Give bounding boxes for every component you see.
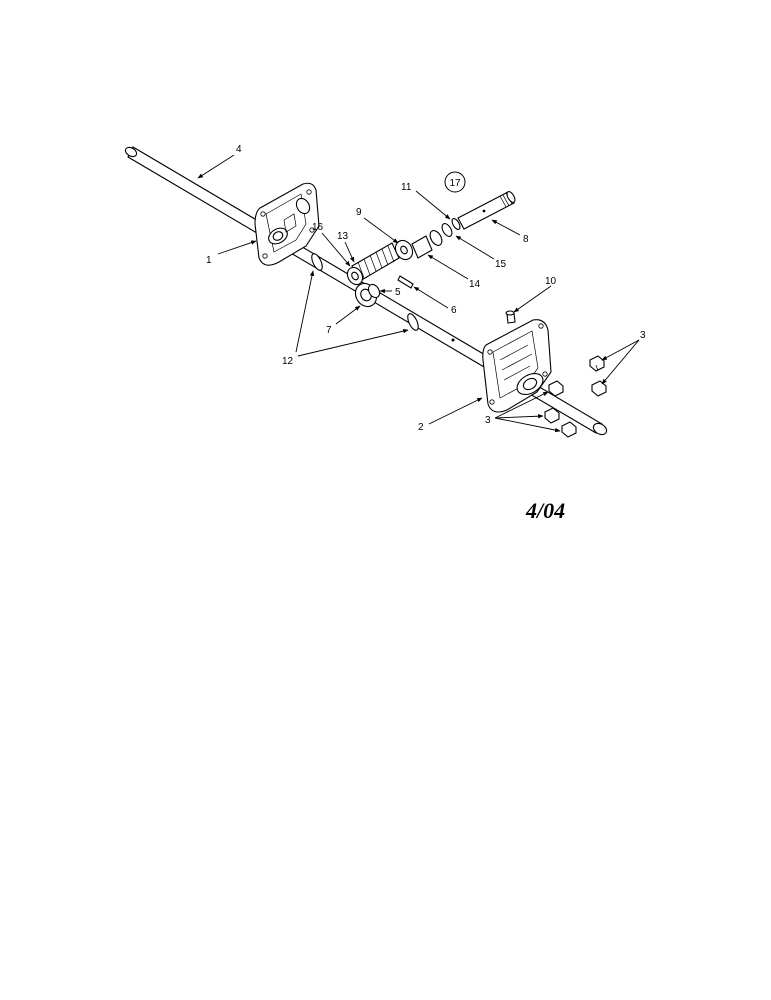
callout-16: 16 (312, 222, 324, 233)
callout-4: 4 (236, 144, 242, 155)
set-screw (505, 310, 516, 324)
callout-15: 15 (495, 259, 507, 270)
callout-8: 8 (523, 234, 529, 245)
callout-labels: 1 2 3 3 4 5 6 7 8 9 10 11 12 13 14 15 16 (206, 144, 646, 433)
callout-9: 9 (356, 207, 362, 218)
reference-marker: 17 (444, 171, 466, 193)
hex-bolts (544, 355, 607, 438)
input-shaft-assembly (394, 191, 516, 261)
hex-bolt (561, 421, 577, 438)
reference-number: 17 (449, 178, 461, 189)
date-stamp: 4/04 (525, 498, 565, 523)
axle-spacers (311, 253, 419, 331)
callout-7: 7 (326, 325, 332, 336)
callout-5: 5 (395, 287, 401, 298)
left-gear-housing (254, 182, 320, 266)
callout-10: 10 (545, 276, 557, 287)
right-gear-housing (482, 319, 552, 413)
callout-6: 6 (451, 305, 457, 316)
hex-bolt (548, 380, 564, 397)
hex-bolt (589, 355, 605, 372)
callout-13: 13 (337, 231, 349, 242)
callout-3: 3 (640, 330, 646, 341)
roll-pin (397, 275, 414, 289)
worm-gear-assembly (346, 242, 400, 308)
hex-bolt (591, 380, 607, 397)
callout-14: 14 (469, 279, 481, 290)
callout-1: 1 (206, 255, 212, 266)
leader-lines (197, 154, 640, 433)
callout-3: 3 (485, 415, 491, 426)
callout-11: 11 (401, 182, 412, 193)
hex-bolt (544, 407, 560, 424)
callout-2: 2 (418, 422, 424, 433)
callout-12: 12 (282, 356, 294, 367)
